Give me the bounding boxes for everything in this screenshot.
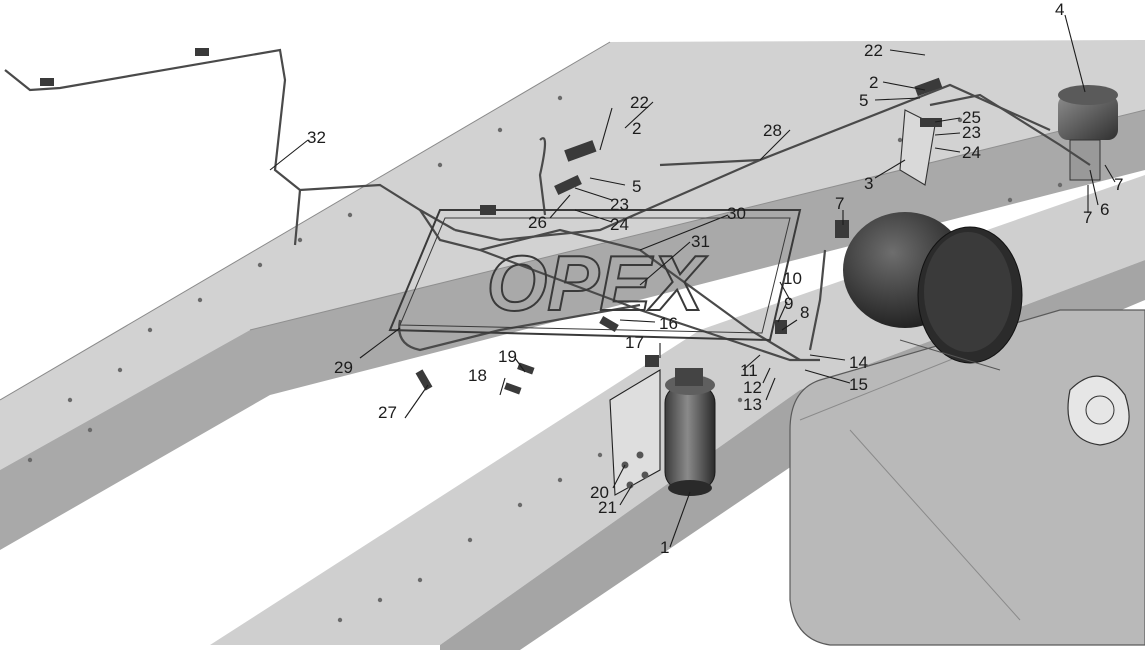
callout-5a: 5 [632,177,641,196]
callout-4: 4 [1055,0,1064,19]
callout-16: 16 [659,314,678,333]
callout-3: 3 [864,174,873,193]
callout-29: 29 [334,358,353,377]
callout-10: 10 [783,269,802,288]
callout-25: 25 [962,108,981,127]
callout-27: 27 [378,403,397,422]
callout-7b: 7 [1114,175,1123,194]
callout-24b: 24 [962,143,981,162]
callout-2a: 2 [632,119,641,138]
callout-19: 19 [498,347,517,366]
cylinder-1 [609,368,716,496]
callout-28: 28 [763,121,782,140]
watermark: OPEX [388,209,802,342]
callout-22a: 22 [630,93,649,112]
callout-6: 6 [1100,200,1109,219]
callout-21: 21 [598,498,617,517]
callout-30: 30 [727,204,746,223]
callout-labels: 1 2 2 3 4 5 5 6 7 7 7 8 9 10 11 12 13 14… [307,0,1123,557]
callout-2b: 2 [869,73,878,92]
callout-32: 32 [307,128,326,147]
upper-frame-rail [0,40,1145,550]
callout-17: 17 [625,333,644,352]
callout-7a: 7 [835,194,844,213]
callout-26: 26 [528,213,547,232]
brake-chamber [1067,375,1130,446]
callout-8: 8 [800,303,809,322]
callout-18: 18 [468,366,487,385]
watermark-text: OPEX [487,239,708,327]
callout-22b: 22 [864,41,883,60]
callout-13: 13 [743,395,762,414]
callout-1: 1 [660,538,669,557]
callout-20: 20 [590,483,609,502]
air-receiver-tank [843,212,1023,371]
callout-15: 15 [849,375,868,394]
valve-unit-4 [1058,85,1118,181]
callout-24a: 24 [610,215,629,234]
callout-31: 31 [691,232,710,251]
callout-11: 11 [740,361,758,380]
callout-7c: 7 [1083,208,1092,227]
callout-23b: 23 [962,123,981,142]
fuel-tank [789,309,1145,646]
callout-23a: 23 [610,195,629,214]
callout-12: 12 [743,378,762,397]
leader-lines [269,14,1116,548]
callout-5b: 5 [859,91,868,110]
callout-9: 9 [784,294,793,313]
callout-14: 14 [849,353,868,372]
